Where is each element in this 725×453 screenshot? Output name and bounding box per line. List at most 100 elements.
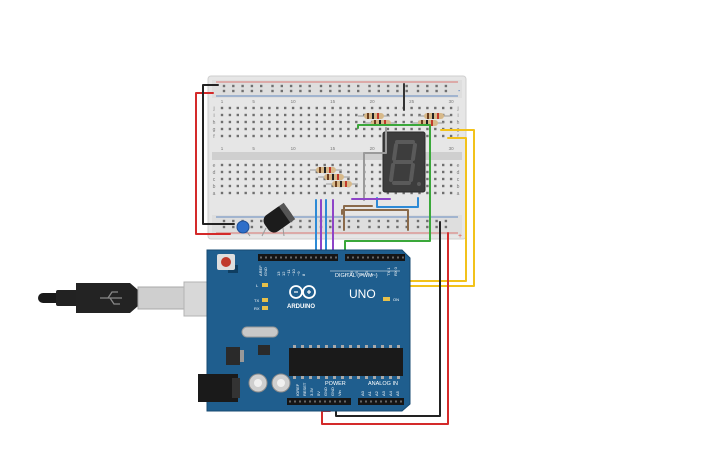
breadboard-hole (260, 106, 263, 110)
segment-dp (417, 182, 421, 186)
breadboard-hole (331, 106, 334, 110)
chip-pin (381, 345, 384, 348)
breadboard-hole (228, 127, 232, 131)
breadboard-column-number: 30 (449, 99, 455, 104)
analog-pin-label: A0 (360, 390, 365, 396)
breadboard-hole (307, 191, 311, 195)
breadboard[interactable]: 115510101515202025253030 jjiihhggffeeddc… (207, 75, 467, 240)
digital-pin-label: ~11 (286, 269, 291, 276)
breadboard-hole (244, 177, 247, 181)
breadboard-hole (339, 113, 342, 117)
chip-pin (373, 345, 376, 348)
electrolytic-capacitor[interactable] (261, 202, 296, 237)
breadboard-row-letter: b (213, 184, 216, 190)
voltage-regulator (226, 347, 240, 365)
breadboard-row-letter: i (457, 113, 458, 119)
breadboard-hole (236, 120, 239, 124)
breadboard-hole (370, 127, 374, 131)
rail-hole (435, 89, 438, 93)
resistor-group-bottom[interactable] (310, 167, 358, 187)
ceramic-capacitor[interactable] (236, 220, 251, 237)
rail-hole (232, 89, 235, 93)
wire-black-top-rail[interactable] (202, 84, 235, 225)
digital-pin-label: 7 (344, 273, 349, 276)
resistor[interactable] (310, 167, 342, 173)
breadboard-hole (307, 163, 311, 167)
breadboard-hole (394, 106, 397, 110)
breadboard-hole (363, 120, 366, 124)
breadboard-hole (449, 106, 453, 110)
power-label: POWER (325, 381, 346, 387)
led-l (262, 283, 268, 287)
breadboard-column-number: 15 (330, 99, 336, 104)
breadboard-hole (268, 113, 271, 117)
digital-header-right[interactable] (345, 254, 405, 261)
breadboard-hole (347, 163, 350, 167)
resistor-group-top[interactable] (358, 113, 450, 126)
resistor[interactable] (358, 113, 390, 119)
breadboard-hole (252, 134, 255, 138)
seven-segment-display[interactable] (382, 131, 426, 193)
resistor[interactable] (326, 181, 358, 187)
breadboard-hole (244, 113, 247, 117)
segment-c (409, 163, 415, 182)
chip-pin (365, 345, 368, 348)
wire-brown-loop[interactable] (341, 205, 409, 231)
breadboard-row-letter: c (457, 177, 460, 183)
rail-hole (444, 84, 448, 88)
rail-hole (416, 89, 420, 93)
digital-pin-label: 8 (301, 273, 306, 276)
breadboard-hole (394, 113, 397, 117)
chip-pin (309, 376, 312, 379)
led-tx (262, 298, 268, 302)
breadboard-hole (355, 113, 358, 117)
arduino-logo-text: ARDUINO (287, 304, 315, 310)
header-pin (334, 400, 336, 403)
breadboard-hole (244, 120, 247, 124)
digital-pin-label: 4 (359, 273, 364, 276)
wire-gray[interactable] (363, 127, 387, 201)
breadboard-hole (410, 113, 413, 117)
wire-green[interactable] (344, 124, 431, 255)
breadboard-row-letter: j (212, 106, 214, 112)
resistor[interactable] (318, 174, 350, 180)
breadboard-hole (291, 163, 295, 167)
breadboard-hole (418, 106, 421, 110)
breadboard-hole (347, 191, 350, 195)
rail-hole (280, 84, 283, 88)
wire-red-top-rail[interactable] (195, 92, 231, 235)
rail-hole (222, 225, 226, 229)
rail-hole (377, 219, 380, 223)
breadboard-hole (299, 127, 303, 131)
usb-cable[interactable] (38, 281, 237, 317)
breadboard-hole (220, 163, 224, 167)
breadboard-hole (442, 120, 445, 124)
rail-minus-label: - (458, 88, 461, 95)
breadboard-hole (284, 120, 287, 124)
digital-header-left[interactable] (258, 254, 338, 261)
breadboard-hole (276, 127, 279, 131)
header-pin (319, 400, 321, 403)
breadboard-hole (291, 113, 295, 117)
breadboard-hole (276, 191, 279, 195)
chip-pin (349, 376, 352, 379)
breadboard-hole (426, 191, 429, 195)
analog-pin-label: A4 (388, 390, 393, 396)
analog-label: ANALOG IN (368, 381, 398, 387)
breadboard-hole (307, 184, 311, 188)
wire-blue-loop[interactable] (376, 197, 419, 208)
resistor[interactable] (418, 113, 450, 119)
breadboard-row-letter: e (457, 163, 460, 169)
breadboard-hole (339, 127, 342, 131)
rail-hole (271, 89, 274, 93)
breadboard-hole (449, 184, 453, 188)
rail-hole (241, 89, 244, 93)
header-pin (344, 400, 346, 403)
rail-hole (396, 84, 399, 88)
dc-jack[interactable] (198, 374, 238, 402)
breadboard-hole (276, 163, 279, 167)
breadboard-hole (442, 170, 445, 174)
resistor[interactable] (412, 120, 444, 126)
breadboard-hole (244, 163, 247, 167)
